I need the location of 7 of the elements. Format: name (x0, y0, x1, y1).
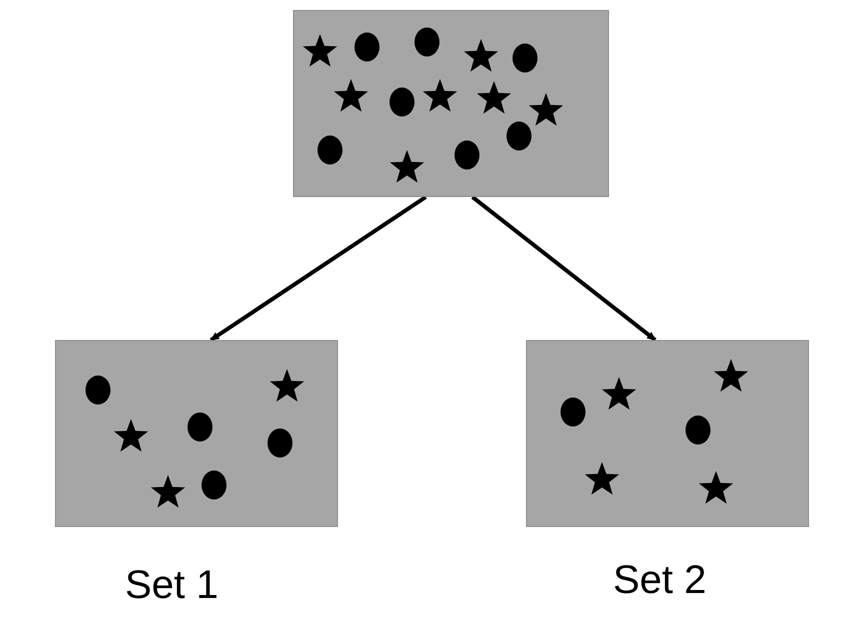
sample-box (526, 340, 809, 527)
set-label: Set 2 (613, 560, 706, 600)
set-label: Set 1 (125, 565, 218, 605)
arrow (210, 195, 427, 342)
sample-box (55, 340, 338, 527)
arrow (471, 195, 656, 342)
sample-box (293, 10, 609, 197)
